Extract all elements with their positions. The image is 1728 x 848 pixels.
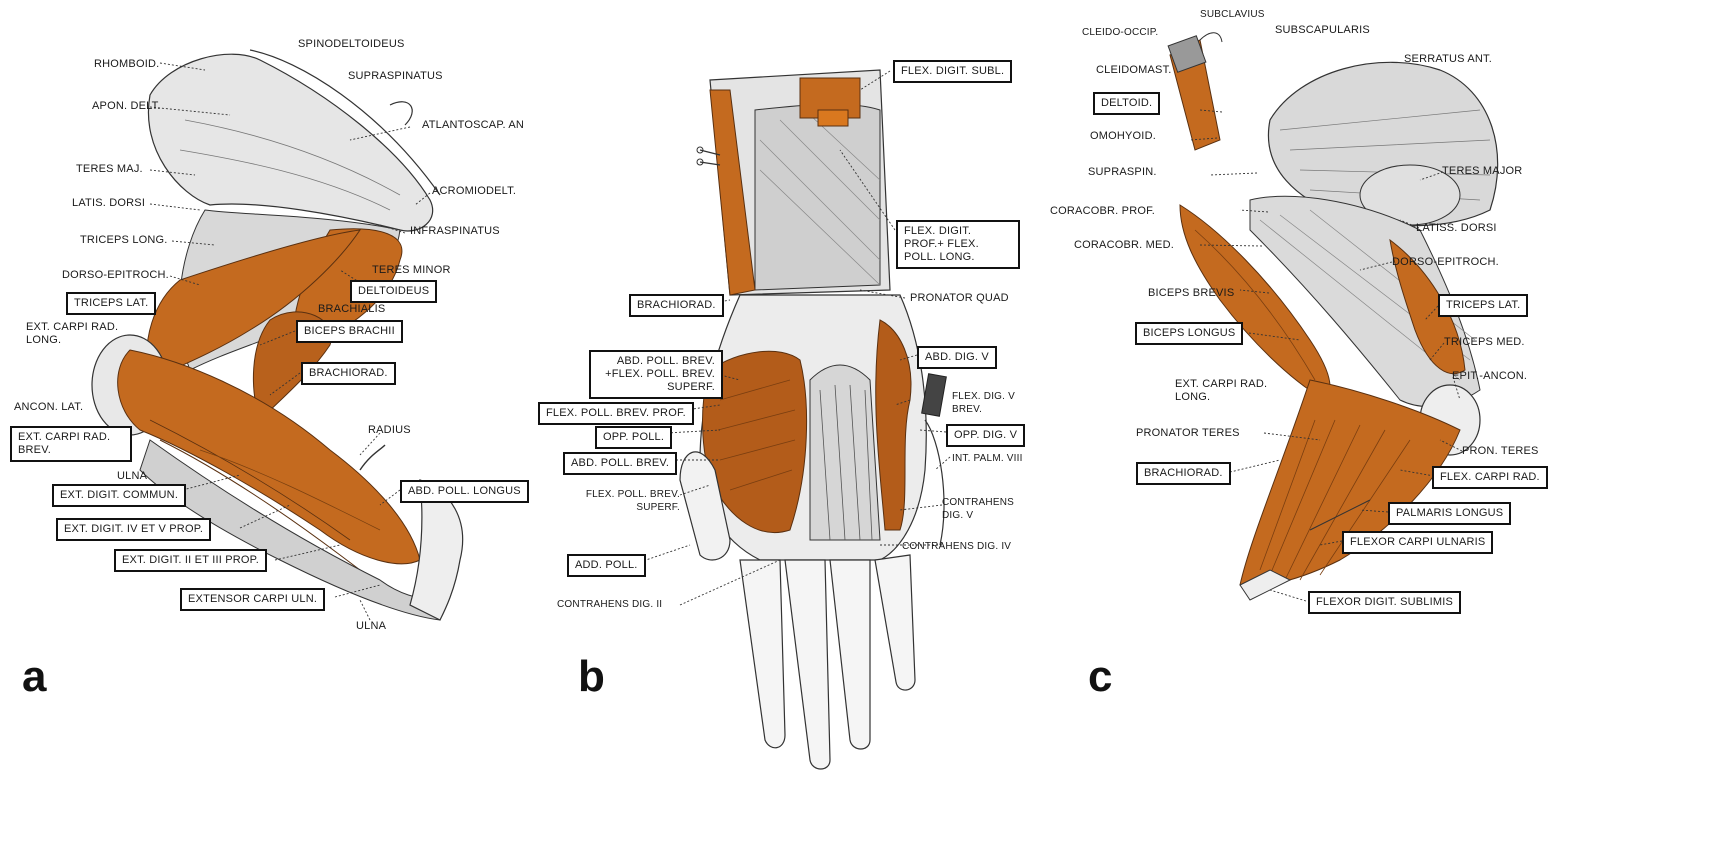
- label-flex-poll-brev-prof: FLEX. POLL. BREV. PROF.: [538, 402, 694, 425]
- label-atlantoscap: ATLANTOSCAP. AN: [422, 119, 524, 132]
- label-teres-minor: TERES MINOR: [372, 264, 451, 277]
- label-ext-digit-ii-iii: EXT. DIGIT. II ET III PROP.: [114, 549, 267, 572]
- label-opp-dig-v: OPP. DIG. V: [946, 424, 1025, 447]
- label-flex-digit-subl: FLEX. DIGIT. SUBL.: [893, 60, 1012, 83]
- label-triceps-med: TRICEPS MED.: [1444, 336, 1525, 349]
- label-supraspin: SUPRASPIN.: [1088, 166, 1157, 179]
- label-brachiorad: BRACHIORAD.: [301, 362, 396, 385]
- label-coracobr-med: CORACOBR. MED.: [1074, 239, 1174, 252]
- label-ext-carpi-rad-long-c: EXT. CARPI RAD. LONG.: [1175, 378, 1285, 404]
- label-rhomboid: RHOMBOID.: [94, 58, 159, 71]
- label-flex-digit-prof: FLEX. DIGIT. PROF.+ FLEX. POLL. LONG.: [896, 220, 1020, 269]
- label-add-poll: ADD. POLL.: [567, 554, 646, 577]
- label-brachiorad-c: BRACHIORAD.: [1136, 462, 1231, 485]
- label-contrahens-dig-iv: CONTRAHENS DIG. IV: [902, 540, 1011, 553]
- label-deltoid: DELTOID.: [1093, 92, 1160, 115]
- label-abd-dig-v: ABD. DIG. V: [917, 346, 997, 369]
- label-extensor-carpi-uln: EXTENSOR CARPI ULN.: [180, 588, 325, 611]
- label-triceps-long: TRICEPS LONG.: [80, 234, 168, 247]
- panel-b-letter: b: [578, 652, 605, 702]
- label-latis-dorsi: LATIS. DORSI: [72, 197, 145, 210]
- panel-c-letter: c: [1088, 652, 1112, 702]
- label-flex-poll-brev-superf: FLEX. POLL. BREV. SUPERF.: [560, 488, 680, 514]
- panel-a-lateral-arm: RHOMBOID. SPINODELTOIDEUS SUPRASPINATUS …: [0, 0, 580, 848]
- label-triceps-lat-c: TRICEPS LAT.: [1438, 294, 1528, 317]
- label-supraspinatus: SUPRASPINATUS: [348, 70, 443, 83]
- label-biceps-brachii: BICEPS BRACHII: [296, 320, 403, 343]
- label-palmaris-longus: PALMARIS LONGUS: [1388, 502, 1511, 525]
- label-apon-delt: APON. DELT.: [92, 100, 161, 113]
- label-biceps-brevis: BICEPS BREVIS: [1148, 287, 1234, 300]
- label-ext-carpi-rad-brev: EXT. CARPI RAD. BREV.: [10, 426, 132, 462]
- label-subclavius: SUBCLAVIUS: [1200, 8, 1265, 21]
- label-acromiodelt: ACROMIODELT.: [432, 185, 516, 198]
- label-pronator-teres: PRONATOR TERES: [1136, 427, 1240, 440]
- label-brachialis: BRACHIALIS: [318, 303, 385, 316]
- label-dorso-epitroch-c: DORSO-EPITROCH.: [1392, 256, 1499, 269]
- label-add-poll-brev: ABD. POLL. BREV.: [563, 452, 677, 475]
- label-coracobr-prof: CORACOBR. PROF.: [1050, 205, 1155, 218]
- label-cleido-occip: CLEIDO-OCCIP.: [1082, 26, 1158, 39]
- panel-a-letter: a: [22, 652, 46, 702]
- label-teres-maj: TERES MAJ.: [76, 163, 143, 176]
- label-ulna-top: ULNA: [117, 470, 147, 483]
- label-int-palm-viii: INT. PALM. VIII: [952, 452, 1023, 465]
- label-brachiorad-b: BRACHIORAD.: [629, 294, 724, 317]
- label-omohyoid: OMOHYOID.: [1090, 130, 1156, 143]
- label-flex-dig-v-brev: FLEX. DIG. V BREV.: [952, 390, 1022, 416]
- medial-arm-illustration: [1160, 0, 1728, 848]
- label-opp-poll: OPP. POLL.: [595, 426, 672, 449]
- label-subscapularis: SUBSCAPULARIS: [1275, 24, 1370, 37]
- label-pron-teres: PRON. TERES: [1462, 445, 1539, 458]
- label-dorso-epitroch: DORSO-EPITROCH.: [62, 269, 169, 282]
- label-contrahens-dig-ii: CONTRAHENS DIG. II: [557, 598, 662, 611]
- label-latiss-dorsi: LATISS. DORSI: [1416, 222, 1497, 235]
- label-ext-carpi-rad-long: EXT. CARPI RAD. LONG.: [26, 321, 126, 347]
- label-flex-carpi-rad: FLEX. CARPI RAD.: [1432, 466, 1548, 489]
- label-contrahens-dig-v: CONTRAHENS DIG. V: [942, 496, 1032, 522]
- label-deltoideus: DELTOIDEUS: [350, 280, 437, 303]
- panel-c-medial-arm: SUBCLAVIUS CLEIDO-OCCIP. SUBSCAPULARIS C…: [1160, 0, 1728, 848]
- label-teres-major: TERES MAJOR: [1442, 165, 1522, 178]
- label-pronator-quad: PRONATOR QUAD: [910, 292, 1009, 305]
- label-infraspinatus: INFRASPINATUS: [410, 225, 500, 238]
- label-cleidomast: CLEIDOMAST.: [1096, 64, 1172, 77]
- label-ancon-lat: ANCON. LAT.: [14, 401, 83, 414]
- label-ulna-bottom: ULNA: [356, 620, 386, 633]
- label-abd-poll-brev: ABD. POLL. BREV. +FLEX. POLL. BREV. SUPE…: [589, 350, 723, 399]
- label-serratus-ant: SERRATUS ANT.: [1404, 53, 1492, 66]
- label-flexor-carpi-ulnaris: FLEXOR CARPI ULNARIS: [1342, 531, 1493, 554]
- label-epit-ancon: EPIT.-ANCON.: [1452, 370, 1527, 383]
- label-ext-digit-iv-v: EXT. DIGIT. IV ET V PROP.: [56, 518, 211, 541]
- label-radius: RADIUS: [368, 424, 411, 437]
- label-ext-digit-commun: EXT. DIGIT. COMMUN.: [52, 484, 186, 507]
- label-triceps-lat: TRICEPS LAT.: [66, 292, 156, 315]
- label-flexor-digit-sublimis: FLEXOR DIGIT. SUBLIMIS: [1308, 591, 1461, 614]
- panel-b-palmar-hand: FLEX. DIGIT. SUBL. FLEX. DIGIT. PROF.+ F…: [580, 0, 1160, 848]
- label-abd-poll-longus: ABD. POLL. LONGUS: [400, 480, 529, 503]
- label-spinodeltoideus: SPINODELTOIDEUS: [298, 38, 405, 51]
- label-biceps-longus: BICEPS LONGUS: [1135, 322, 1243, 345]
